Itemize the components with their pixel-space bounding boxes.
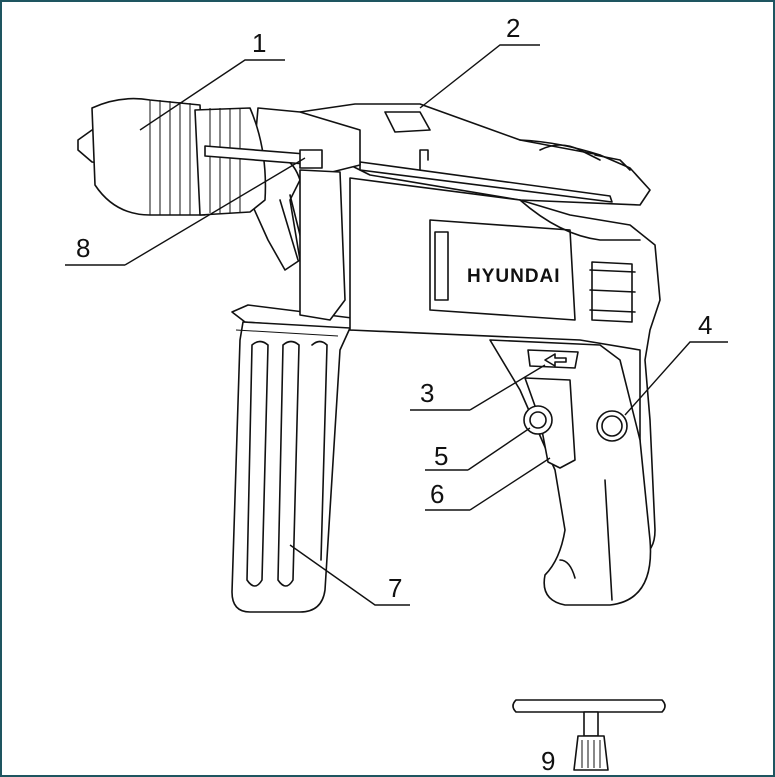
brand-logo-text: HYUNDAI	[467, 266, 561, 287]
callout-7: 7	[388, 573, 402, 603]
side-handle	[231, 304, 373, 613]
callout-1: 1	[252, 28, 266, 58]
chuck-key	[512, 699, 666, 771]
callout-2: 2	[506, 13, 520, 43]
drill-chuck	[77, 97, 323, 216]
callout-leaders	[65, 44, 728, 606]
callout-8: 8	[76, 233, 90, 263]
callout-9: 9	[541, 746, 555, 776]
callout-3: 3	[420, 378, 434, 408]
callout-6: 6	[430, 479, 444, 509]
callout-4: 4	[698, 310, 712, 340]
callout-5: 5	[434, 441, 448, 471]
drill-body	[249, 103, 661, 606]
